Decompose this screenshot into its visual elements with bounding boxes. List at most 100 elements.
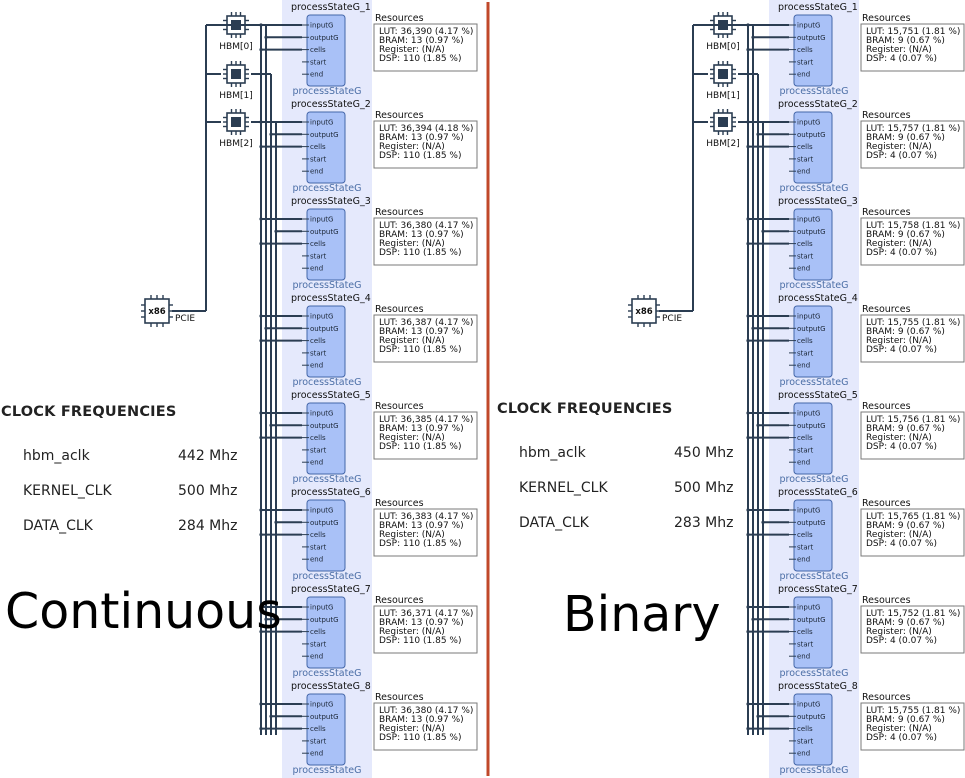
resource-line: LUT: 15,751 (1.81 %) [866,27,960,37]
kernel-block-body[interactable] [306,208,346,281]
kernel-block-body[interactable] [793,402,833,475]
hbm-label: HBM[0] [706,42,739,52]
hbm-0[interactable]: HBM[0] [206,12,266,52]
port-label-start: start [310,543,327,551]
resources-box [860,508,965,557]
resources-box [860,411,965,460]
resource-line: LUT: 15,756 (1.81 %) [866,415,960,425]
kernel-block-body[interactable] [306,14,346,87]
junction-dot [259,48,263,52]
resource-line: BRAM: 13 (0.97 %) [379,618,464,628]
kernel-block-1[interactable]: processStateG_1processStateGinputGoutput… [259,2,478,97]
kernel-block-6[interactable]: processStateG_6processStateGinputGoutput… [746,487,965,582]
kernel-block-1[interactable]: processStateG_1processStateGinputGoutput… [746,2,965,97]
resource-line: BRAM: 9 (0.67 %) [866,715,945,725]
kernel-type-name: processStateG [292,571,361,582]
kernel-block-7[interactable]: processStateG_7processStateGinputGoutput… [746,584,965,679]
resource-line: Register: (N/A) [866,433,932,443]
resource-line: DSP: 110 (1.85 %) [379,539,461,549]
kernel-block-body[interactable] [306,305,346,378]
kernel-block-body[interactable] [793,111,833,184]
port-label-outputG: outputG [310,34,339,42]
port-label-end: end [797,168,810,176]
kernel-block-body[interactable] [306,596,346,669]
kernel-block-4[interactable]: processStateG_4processStateGinputGoutput… [259,293,478,388]
instance-name: processStateG_6 [778,487,858,498]
kernel-type-name: processStateG [779,474,848,485]
resource-line: Register: (N/A) [379,45,445,55]
junction-dot [259,23,263,27]
instance-name: processStateG_5 [291,390,371,401]
port-label-inputG: inputG [797,313,820,321]
resource-line: Register: (N/A) [866,627,932,637]
variant-label: Binary [563,586,720,643]
resource-line: Register: (N/A) [379,627,445,637]
resource-line: BRAM: 9 (0.67 %) [866,424,945,434]
hbm-2[interactable]: HBM[2] [693,109,763,149]
kernel-block-body[interactable] [793,305,833,378]
hbm-0[interactable]: HBM[0] [693,12,753,52]
kernel-block-body[interactable] [793,499,833,572]
hbm-2[interactable]: HBM[2] [206,109,276,149]
port-label-start: start [310,155,327,163]
junction-dot [264,326,268,330]
port-label-outputG: outputG [797,422,826,430]
pcie-label: PCIE [175,314,195,324]
kernel-block-5[interactable]: processStateG_5processStateGinputGoutput… [259,390,478,485]
kernel-block-2[interactable]: processStateG_2processStateGinputGoutput… [259,99,478,194]
resources-box [860,702,965,751]
kernel-block-7[interactable]: processStateG_7processStateGinputGoutput… [259,584,478,679]
port-label-cells: cells [797,725,813,733]
kernel-block-6[interactable]: processStateG_6processStateGinputGoutput… [259,487,478,582]
kernel-block-8[interactable]: processStateG_8processStateGinputGoutput… [259,681,478,776]
cpu-chip-icon[interactable] [141,295,173,327]
resource-line: DSP: 4 (0.07 %) [866,248,937,258]
resource-line: BRAM: 9 (0.67 %) [866,618,945,628]
kernel-block-4[interactable]: processStateG_4processStateGinputGoutput… [746,293,965,388]
port-label-end: end [797,750,810,758]
port-label-end: end [310,71,323,79]
kernel-block-body[interactable] [306,111,346,184]
junction-dot [264,35,268,39]
resource-line: LUT: 36,371 (4.17 %) [379,609,473,619]
junction-dot [269,423,273,427]
port-label-cells: cells [310,434,326,442]
kernel-block-body[interactable] [306,499,346,572]
port-label-start: start [797,446,814,454]
kernel-block-body[interactable] [793,14,833,87]
resource-line: LUT: 15,758 (1.81 %) [866,221,960,231]
cpu-chip-icon[interactable] [628,295,660,327]
kernel-block-body[interactable] [793,693,833,766]
kernel-block-2[interactable]: processStateG_2processStateGinputGoutput… [746,99,965,194]
resource-line: BRAM: 9 (0.67 %) [866,327,945,337]
kernel-block-3[interactable]: processStateG_3processStateGinputGoutput… [259,196,478,291]
resources-box [373,217,478,266]
port-label-end: end [310,168,323,176]
instance-name: processStateG_7 [778,584,858,595]
chip-body [631,298,657,324]
kernel-block-body[interactable] [793,208,833,281]
resource-line: BRAM: 9 (0.67 %) [866,521,945,531]
port-label-outputG: outputG [310,228,339,236]
kernel-block-5[interactable]: processStateG_5processStateGinputGoutput… [746,390,965,485]
kernel-block-8[interactable]: processStateG_8processStateGinputGoutput… [746,681,965,776]
resources-box [860,120,965,169]
resource-line: BRAM: 13 (0.97 %) [379,424,464,434]
instance-name: processStateG_3 [291,196,371,207]
kernel-block-body[interactable] [306,402,346,475]
kernel-block-3[interactable]: processStateG_3processStateGinputGoutput… [746,196,965,291]
port-label-start: start [797,640,814,648]
junction-dot [746,508,750,512]
kernel-block-body[interactable] [306,693,346,766]
junction-dot [746,120,750,124]
kernel-block-body[interactable] [793,596,833,669]
port-label-end: end [797,265,810,273]
resource-line: DSP: 110 (1.85 %) [379,248,461,258]
